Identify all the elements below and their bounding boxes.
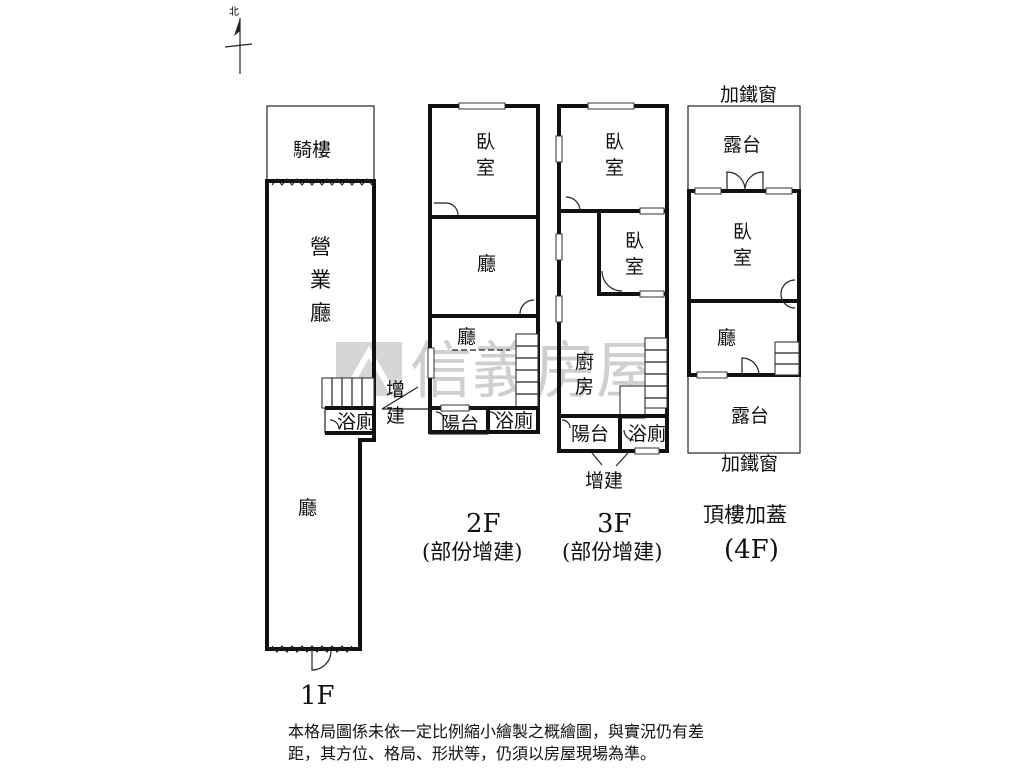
room-3f-bedroom-front-char-2: 室 [605, 157, 624, 179]
floor-4-double-door-left [726, 171, 746, 192]
floor-3-label: 3F [597, 509, 632, 539]
extension-1f-char-2: 建 [386, 405, 405, 427]
floor-2-label: 2F [466, 509, 501, 539]
floor-3-plan [555, 102, 669, 467]
room-4f-hall: 廳 [717, 327, 736, 349]
room-4f-bedroom-char-1: 臥 [733, 221, 752, 243]
room-arcade: 騎樓 [293, 139, 331, 161]
room-1f-bathroom: 浴廁 [337, 410, 375, 433]
north-label: 北 [229, 6, 239, 18]
floor-3-sub-label: (部份增建) [562, 540, 662, 564]
rolling-door-bottom [271, 645, 353, 653]
room-2f-bathroom: 浴廁 [495, 409, 533, 432]
disclaimer-note: 本格局圖係未依一定比例縮小繪製之概繪圖，與實況仍有差 距，其方位、格局、形狀等，… [288, 721, 808, 765]
room-4f-terrace-top: 露台 [723, 134, 761, 156]
room-2f-hall: 廳 [457, 326, 476, 348]
room-3f-kitchen-char-2: 房 [575, 376, 594, 398]
disclaimer-line-2: 距，其方位、格局、形狀等，仍須以房屋現場為準。 [288, 744, 657, 763]
floor-1-stairs [321, 377, 375, 409]
extension-3f: 增建 [585, 470, 623, 492]
floor-4-double-door-right [744, 171, 764, 192]
room-shop-hall-char-1: 營 [310, 235, 331, 259]
floor-1-outline [265, 179, 376, 651]
floor-1-label: 1F [300, 681, 335, 711]
extension-1f-char-1: 增 [386, 379, 405, 401]
floor-4-iron-window-frame [687, 105, 801, 454]
room-3f-bedroom-mid-char-2: 室 [625, 256, 644, 278]
north-arrow-head-icon [234, 18, 240, 36]
watermark: 信義房屋 [336, 334, 658, 407]
room-1f-hall: 廳 [298, 497, 317, 519]
room-3f-bathroom: 浴廁 [628, 422, 666, 445]
floor-2-stairs [515, 333, 539, 409]
floor-2-plan [427, 102, 540, 435]
north-arrow: 北 [224, 6, 253, 74]
rolling-door-top [271, 178, 373, 186]
floor-4-iron-window-top: 加鐵窗 [720, 84, 777, 106]
room-2f-bedroom-char-1: 臥 [476, 131, 495, 153]
room-2f-balcony: 陽台 [441, 413, 479, 435]
disclaimer-line-1: 本格局圖係未依一定比例縮小繪製之概繪圖，與實況仍有差 [288, 722, 705, 741]
room-4f-bedroom-char-2: 室 [733, 247, 752, 269]
floor-1-plan [265, 105, 428, 671]
floor-4-iron-window-bottom: 加鐵窗 [721, 453, 778, 475]
room-3f-bedroom-mid-char-1: 臥 [625, 230, 644, 252]
room-3f-balcony: 陽台 [571, 423, 609, 445]
bathroom-door-arc [329, 419, 340, 430]
floor-4-sub-label: (4F) [724, 535, 779, 565]
floor-4-plan [687, 105, 801, 454]
room-4f-terrace-bottom: 露台 [731, 405, 769, 427]
floor-2-window-top [458, 102, 506, 110]
floor-2-sub-label: (部份增建) [422, 540, 522, 564]
floor-4-stairs [774, 341, 800, 376]
room-shop-hall-char-2: 業 [310, 268, 331, 292]
floor-3-stairs [619, 337, 668, 419]
front-door-arc [311, 650, 332, 671]
room-3f-kitchen-char-1: 廚 [575, 350, 594, 373]
room-shop-hall-char-3: 廳 [310, 301, 331, 325]
room-3f-bedroom-front-char-1: 臥 [605, 131, 624, 153]
room-2f-bedroom-char-2: 室 [476, 157, 495, 179]
room-2f-living: 廳 [477, 253, 496, 275]
floor-2-window-side [427, 347, 435, 379]
floor-4-label: 頂樓加蓋 [703, 503, 787, 527]
